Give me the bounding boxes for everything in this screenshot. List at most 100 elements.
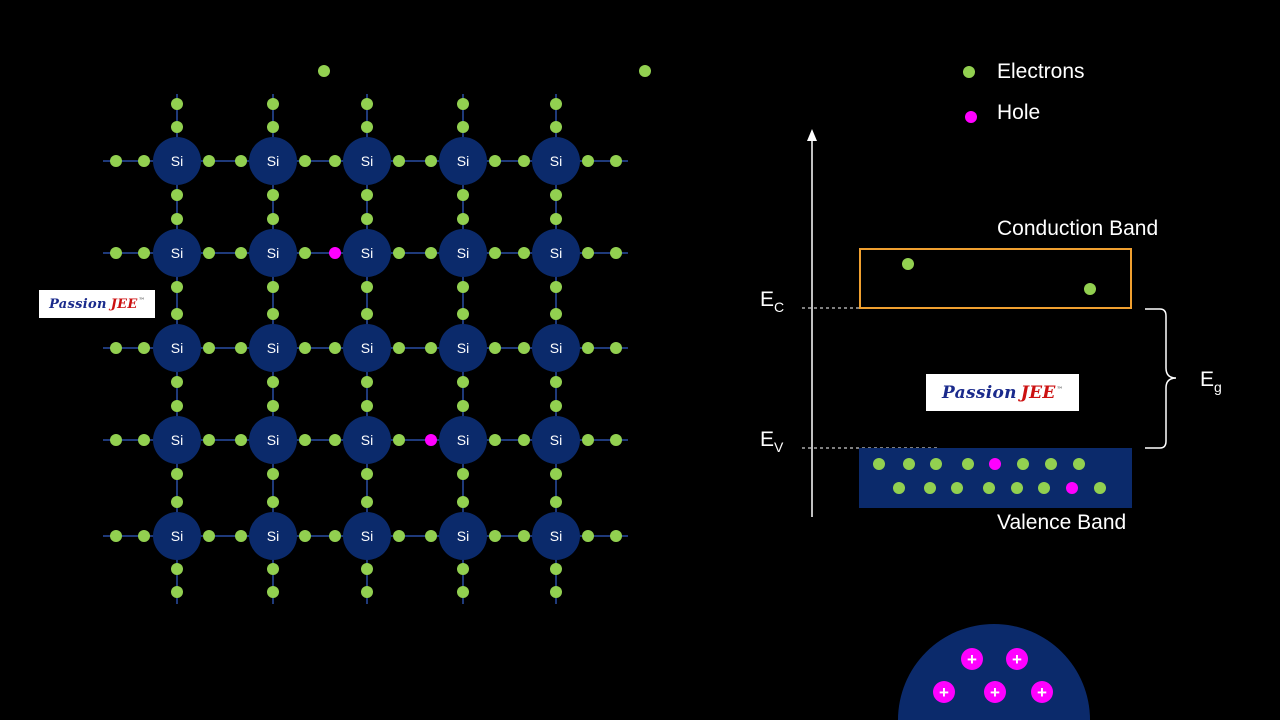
si-atom	[532, 229, 580, 277]
si-atom	[153, 512, 201, 560]
eg-label-sub: g	[1214, 379, 1222, 395]
electron	[329, 530, 341, 542]
electron	[550, 308, 562, 320]
si-atom-label: Si	[171, 528, 183, 544]
si-atom-label: Si	[457, 528, 469, 544]
valence-electron	[962, 458, 974, 470]
si-atom	[249, 324, 297, 372]
legend-hole-dot	[965, 111, 977, 123]
si-atom	[532, 416, 580, 464]
electron	[518, 434, 530, 446]
positive-charge-symbol: +	[1012, 650, 1022, 669]
legend-electron-label: Electrons	[997, 60, 1085, 83]
electron	[610, 342, 622, 354]
electron	[518, 342, 530, 354]
legend	[963, 66, 977, 123]
electron	[267, 400, 279, 412]
band-gap-brace	[1145, 308, 1177, 449]
electron	[550, 189, 562, 201]
conduction-band-label: Conduction Band	[997, 217, 1159, 240]
electron	[518, 247, 530, 259]
si-atom	[343, 137, 391, 185]
electron	[299, 155, 311, 167]
valence-band-label: Valence Band	[997, 511, 1127, 534]
si-atom-label: Si	[457, 340, 469, 356]
electron	[550, 563, 562, 575]
electron	[489, 247, 501, 259]
si-atom-label: Si	[171, 153, 183, 169]
band-diagram	[802, 129, 1177, 517]
electron	[425, 530, 437, 542]
si-atom-label: Si	[267, 153, 279, 169]
ec-label-sub: C	[774, 299, 785, 315]
electron	[361, 586, 373, 598]
electron	[518, 530, 530, 542]
si-atom-label: Si	[267, 340, 279, 356]
electron	[138, 530, 150, 542]
electron	[361, 98, 373, 110]
electron	[550, 496, 562, 508]
si-atom	[532, 137, 580, 185]
electron	[361, 563, 373, 575]
electron	[138, 434, 150, 446]
positive-charge	[1006, 648, 1028, 670]
electron	[393, 434, 405, 446]
si-atom-label: Si	[171, 245, 183, 261]
ec-label: EC	[760, 288, 785, 315]
electron	[425, 155, 437, 167]
hole	[425, 434, 437, 446]
electron	[582, 247, 594, 259]
positive-charge-symbol: +	[967, 650, 977, 669]
electron	[610, 155, 622, 167]
electron	[457, 189, 469, 201]
electron	[299, 247, 311, 259]
electron	[361, 468, 373, 480]
electron	[171, 281, 183, 293]
si-atom	[439, 512, 487, 560]
electron	[582, 155, 594, 167]
electron	[361, 400, 373, 412]
electron	[361, 121, 373, 133]
legend-hole-label: Hole	[997, 101, 1041, 124]
electron	[361, 308, 373, 320]
electron	[171, 376, 183, 388]
electron	[582, 530, 594, 542]
electron	[361, 376, 373, 388]
conduction-electron	[902, 258, 914, 270]
electron	[489, 342, 501, 354]
conduction-electron	[1084, 283, 1096, 295]
positive-charge-symbol: +	[990, 683, 1000, 702]
electron	[361, 496, 373, 508]
electron	[171, 189, 183, 201]
electron	[267, 468, 279, 480]
electron	[138, 155, 150, 167]
electron	[550, 468, 562, 480]
electron	[582, 342, 594, 354]
si-atom-label: Si	[267, 432, 279, 448]
electron	[171, 308, 183, 320]
electron	[110, 434, 122, 446]
electron	[550, 121, 562, 133]
si-atom-label: Si	[171, 340, 183, 356]
electron	[171, 468, 183, 480]
electron	[610, 434, 622, 446]
electron	[457, 586, 469, 598]
si-atom	[532, 512, 580, 560]
si-atom-label: Si	[267, 528, 279, 544]
electron	[110, 342, 122, 354]
positive-charge	[961, 648, 983, 670]
si-atom	[249, 229, 297, 277]
electron	[203, 434, 215, 446]
si-atom-label: Si	[361, 528, 373, 544]
ev-label-main: E	[760, 428, 775, 451]
electron	[110, 247, 122, 259]
electron	[393, 247, 405, 259]
electron	[110, 530, 122, 542]
electron	[610, 530, 622, 542]
valence-electron	[1045, 458, 1057, 470]
electron	[299, 434, 311, 446]
electron	[171, 563, 183, 575]
valence-electron	[1017, 458, 1029, 470]
